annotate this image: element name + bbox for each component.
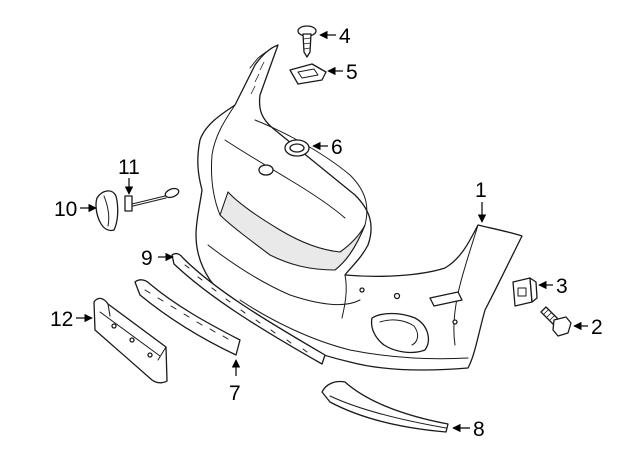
callout-label-3: 3 bbox=[556, 275, 568, 298]
callout-label-12: 12 bbox=[50, 308, 73, 331]
callout-4: 4 bbox=[319, 25, 351, 48]
callout-12: 12 bbox=[50, 308, 93, 331]
screw-part bbox=[297, 25, 317, 58]
callout-label-1: 1 bbox=[475, 179, 487, 202]
callout-label-8: 8 bbox=[473, 418, 485, 441]
callout-2: 2 bbox=[573, 316, 603, 339]
callout-1: 1 bbox=[475, 179, 487, 223]
callout-3: 3 bbox=[538, 275, 568, 298]
callout-label-7: 7 bbox=[229, 382, 241, 405]
bumper-cover bbox=[195, 44, 523, 371]
callout-5: 5 bbox=[327, 61, 358, 84]
callout-11: 11 bbox=[118, 156, 140, 195]
callout-label-4: 4 bbox=[339, 25, 351, 48]
trim-molding-part bbox=[321, 380, 449, 433]
bolt-part bbox=[540, 306, 572, 337]
callout-label-5: 5 bbox=[346, 61, 358, 84]
callout-10: 10 bbox=[54, 198, 97, 221]
spoiler-strip-part bbox=[134, 279, 241, 356]
grommet-part bbox=[284, 139, 310, 157]
callout-label-11: 11 bbox=[118, 156, 140, 179]
callout-label-6: 6 bbox=[331, 136, 343, 159]
callout-7: 7 bbox=[229, 359, 241, 405]
license-bracket-part bbox=[93, 297, 168, 384]
clip-nut-part bbox=[512, 277, 538, 307]
callout-8: 8 bbox=[452, 418, 485, 441]
trim-strip-part bbox=[171, 252, 326, 365]
tow-cover-part bbox=[95, 190, 119, 232]
callout-label-9: 9 bbox=[141, 247, 153, 270]
sensor-part bbox=[124, 187, 180, 212]
callout-9: 9 bbox=[141, 247, 174, 270]
callout-label-2: 2 bbox=[591, 316, 603, 339]
callout-6: 6 bbox=[312, 136, 343, 159]
callout-label-10: 10 bbox=[54, 198, 77, 221]
retainer-part bbox=[289, 63, 327, 85]
